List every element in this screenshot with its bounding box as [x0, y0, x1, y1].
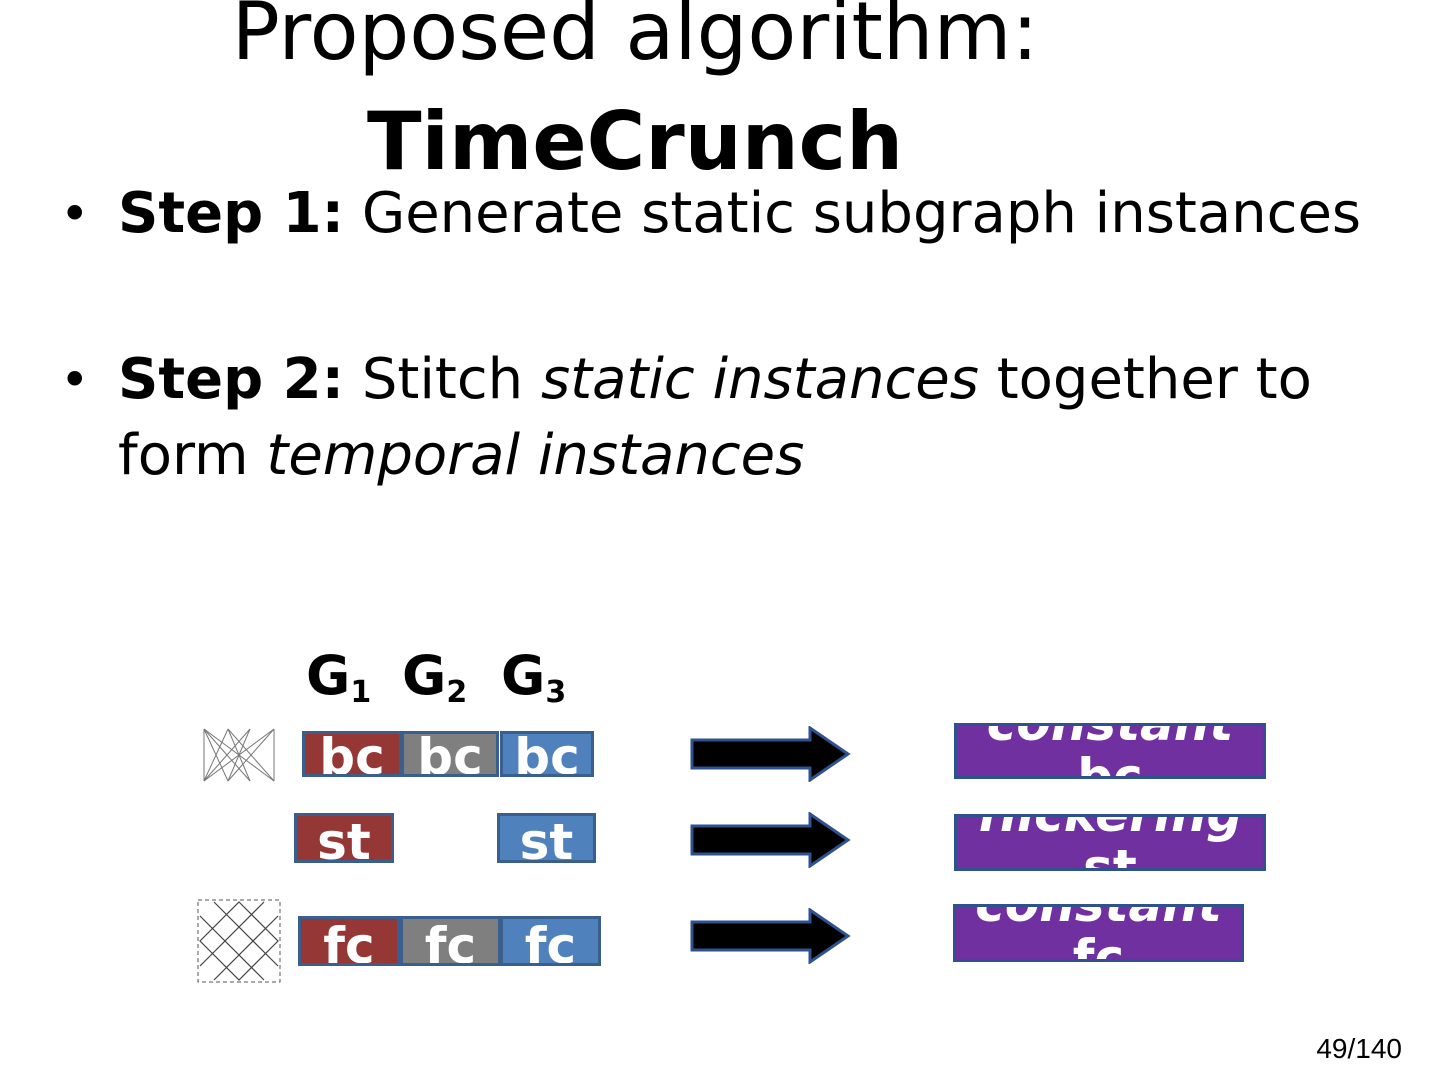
bullet-dot: •	[60, 185, 90, 243]
step-2-text-b: together to form	[118, 347, 1312, 488]
result-line2: fc	[1072, 929, 1125, 962]
box-st-g1: st	[294, 813, 394, 863]
slide-title-line2: TimeCrunch	[366, 95, 904, 188]
result-line2: bc	[1077, 748, 1143, 779]
box-bc-g3: bc	[500, 731, 594, 777]
bipartite-core-icon	[203, 728, 275, 782]
result-line1: constant	[986, 723, 1234, 752]
box-fc-g3: fc	[500, 916, 601, 966]
arrow-right-icon	[690, 908, 851, 964]
box-fc-g2: fc	[400, 916, 501, 966]
step-2-text-a: Stitch	[344, 347, 541, 412]
graph-label-g1: G1	[306, 644, 372, 711]
arrow-right-icon	[690, 726, 851, 782]
box-fc-g1: fc	[298, 916, 400, 966]
arrow-right-icon	[690, 812, 851, 868]
result-flickering-st: flickering st	[954, 814, 1266, 871]
step-1-text: Generate static subgraph instances	[344, 181, 1362, 246]
result-line1: flickering	[977, 814, 1243, 843]
result-line2: st	[1083, 839, 1137, 871]
step-1-label: Step 1:	[118, 181, 345, 246]
slide-title-line1: Proposed algorithm:	[231, 0, 1039, 78]
box-st-g3: st	[497, 813, 596, 863]
graph-label-g3: G3	[501, 644, 567, 711]
step-2-italic-b: temporal instances	[266, 423, 805, 488]
step-2-italic-a: static instances	[540, 347, 979, 412]
bullet-dot: •	[60, 351, 90, 409]
box-bc-g2: bc	[401, 731, 499, 777]
full-clique-icon	[197, 899, 281, 983]
graph-label-g2: G2	[402, 644, 468, 711]
step-2-label: Step 2:	[118, 347, 345, 412]
box-bc-g1: bc	[302, 731, 402, 777]
result-line1: constant	[975, 904, 1222, 933]
page-number: 49/140	[1316, 1033, 1402, 1064]
result-constant-fc: constant fc	[953, 904, 1244, 962]
result-constant-bc: constant bc	[954, 723, 1266, 779]
